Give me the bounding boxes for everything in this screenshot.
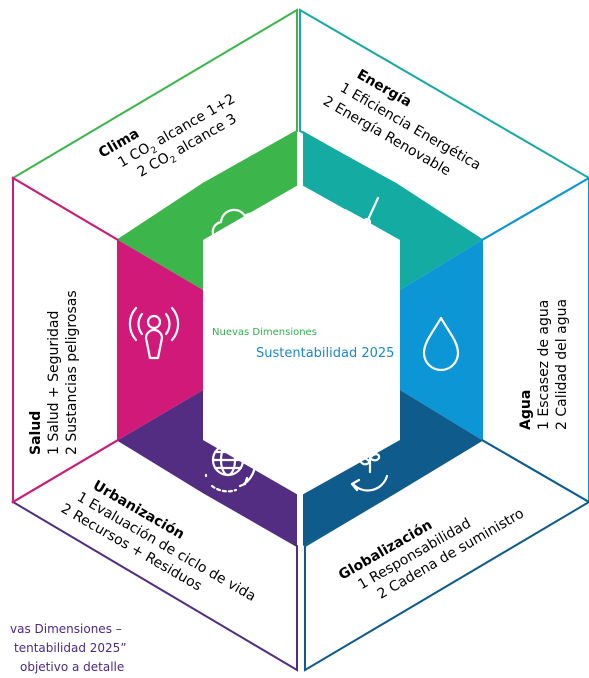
caption: vas Dimensiones – tentabilidad 2025” obj…	[0, 620, 200, 677]
center-hexagon	[203, 184, 400, 496]
center-line1: Nuevas Dimensiones	[212, 327, 317, 338]
caption-line-3: objetivo a detalle	[20, 660, 125, 674]
hazard-person-icon	[128, 306, 180, 360]
globalizacion-outline	[304, 438, 589, 672]
agua-item-1: 1 Escasez de agua	[536, 300, 552, 430]
salud-item-2: 2 Sustancias peligrosas	[64, 290, 80, 455]
co2-cloud-icon: CO₂	[211, 208, 270, 245]
caption-line-2: tentabilidad 2025”	[14, 641, 127, 655]
salud-label: Salud 1 Salud + Seguridad 2 Sustancias p…	[28, 290, 80, 455]
salud-item-1: 1 Salud + Seguridad	[46, 311, 62, 455]
water-drop-icon	[422, 316, 460, 372]
caption-line-1: vas Dimensiones –	[10, 622, 122, 636]
svg-text:CO₂: CO₂	[229, 230, 255, 245]
agua-segment	[400, 240, 482, 440]
agua-item-2: 2 Calidad del agua	[554, 299, 570, 430]
salud-title: Salud	[28, 411, 44, 455]
center-label: Nuevas Dimensiones Sustentabilidad 2025	[212, 327, 394, 361]
globe-cycle-icon	[204, 443, 257, 493]
plant-cycle-icon	[350, 434, 390, 492]
agua-label: Agua 1 Escasez de agua 2 Calidad del agu…	[518, 299, 570, 430]
agua-title: Agua	[518, 390, 534, 430]
wind-turbine-icon	[343, 196, 385, 252]
center-line2: Sustentabilidad 2025	[256, 346, 394, 361]
